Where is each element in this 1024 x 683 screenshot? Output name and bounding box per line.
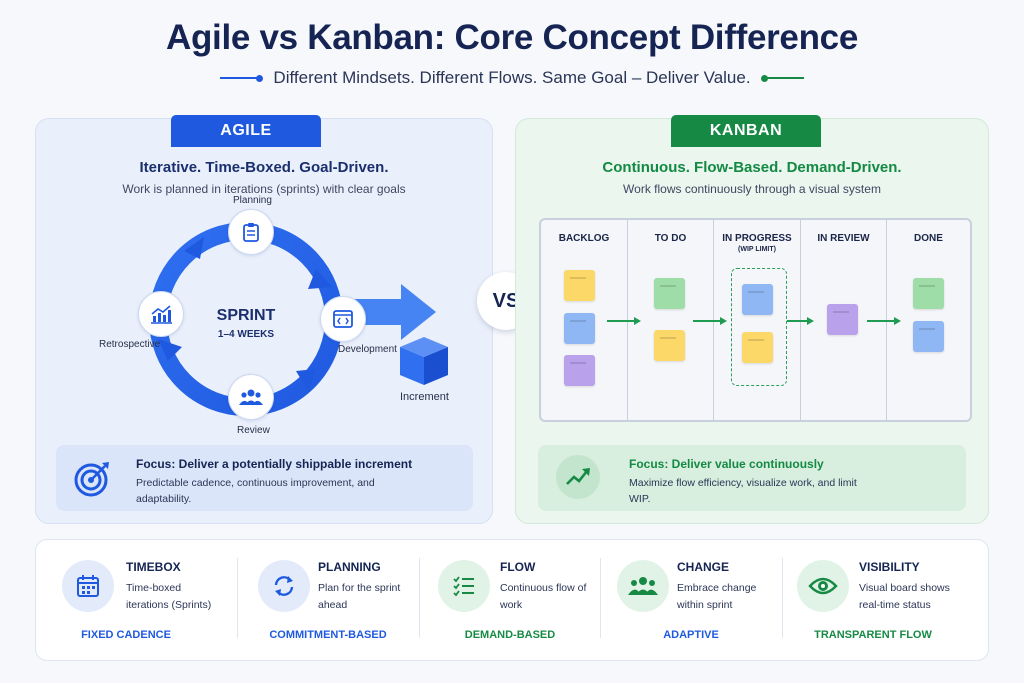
card-yellow[interactable]: [564, 270, 595, 301]
card-yellow[interactable]: [742, 332, 773, 363]
column-header: DONE: [914, 233, 943, 244]
review-node: [228, 374, 274, 420]
agile-focus-text: Predictable cadence, continuous improvem…: [136, 477, 375, 505]
column-header: IN REVIEW: [817, 233, 870, 244]
subtitle-left-dot: [256, 74, 264, 82]
subtitle-row: Different Mindsets. Different Flows. Sam…: [0, 68, 1024, 88]
wip-limit-label: (WIP LIMIT): [738, 246, 776, 253]
page-title: Agile vs Kanban: Core Concept Difference: [165, 18, 859, 57]
column-header: BACKLOG: [558, 233, 610, 244]
feature-flow: FLOW Continuous flow of work DEMAND-BASE…: [420, 540, 600, 662]
feature-planning: PLANNING Plan for the sprint ahead COMMI…: [238, 540, 418, 662]
agile-description: Work is planned in iterations (sprints) …: [122, 182, 406, 196]
column-in-progress: IN PROGRESS (WIP LIMIT): [714, 220, 800, 420]
team-icon: [617, 560, 669, 612]
kanban-focus-title: Focus: Deliver value continuously: [629, 457, 824, 471]
retrospective-node: [138, 291, 184, 337]
kanban-description: Work flows continuously through a visual…: [623, 182, 881, 196]
feature-tag: DEMAND-BASED: [464, 629, 556, 641]
feature-text: Visual board shows real-time status: [859, 582, 950, 611]
card-yellow[interactable]: [654, 330, 685, 361]
card-blue[interactable]: [742, 284, 773, 315]
column-in-review: IN REVIEW: [801, 220, 886, 420]
target-icon: [72, 459, 112, 499]
feature-divider: [600, 558, 601, 638]
wip-limit-box: [731, 268, 787, 386]
kanban-panel: KANBAN Continuous. Flow-Based. Demand-Dr…: [515, 115, 989, 524]
comparison-strip: TIMEBOX Time-boxed iterations (Sprints) …: [35, 539, 989, 661]
code-window-icon: [333, 310, 353, 328]
agile-panel: AGILE Iterative. Time-Boxed. Goal-Driven…: [35, 115, 493, 524]
feature-title: CHANGE: [677, 560, 730, 574]
agile-tagline: Iterative. Time-Boxed. Goal-Driven.: [139, 159, 389, 176]
feature-tag: FIXED CADENCE: [81, 629, 171, 641]
feature-tag: ADAPTIVE: [663, 629, 719, 641]
subtitle-right-line: [765, 77, 804, 79]
clipboard-icon: [243, 223, 259, 242]
feature-title: FLOW: [500, 560, 536, 574]
kanban-focus-text: Maximize flow efficiency, visualize work…: [629, 477, 857, 505]
column-backlog: BACKLOG: [541, 220, 627, 420]
feature-tag: TRANSPARENT FLOW: [814, 629, 932, 641]
feature-title: PLANNING: [318, 560, 381, 574]
flow-arrows: [607, 317, 901, 325]
feature-timebox: TIMEBOX Time-boxed iterations (Sprints) …: [36, 540, 216, 662]
sprint-title: SPRINT: [216, 307, 276, 324]
kanban-tagline: Continuous. Flow-Based. Demand-Driven.: [602, 159, 902, 176]
feature-title: TIMEBOX: [126, 560, 181, 574]
refresh-icon: [258, 560, 310, 612]
feature-text: Plan for the sprint ahead: [318, 582, 401, 611]
planning-label: Planning: [233, 195, 272, 206]
agile-focus-title: Focus: Deliver a potentially shippable i…: [136, 457, 413, 471]
column-done: DONE: [887, 220, 970, 420]
kanban-board: BACKLOG TO DO IN PROGRESS (WIP LIMIT) IN…: [539, 218, 972, 422]
review-label: Review: [237, 425, 270, 436]
card-blue[interactable]: [913, 321, 944, 352]
column-header: TO DO: [654, 233, 687, 244]
feature-visibility: VISIBILITY Visual board shows real-time …: [783, 540, 963, 662]
agile-focus-box: Focus: Deliver a potentially shippable i…: [56, 445, 473, 511]
feature-change: CHANGE Embrace change within sprint ADAP…: [601, 540, 781, 662]
subtitle-right-dot: [760, 74, 768, 82]
feature-text: Continuous flow of work: [500, 582, 587, 611]
subtitle-left-line: [220, 77, 259, 79]
feature-divider: [419, 558, 420, 638]
card-blue[interactable]: [564, 313, 595, 344]
card-purple[interactable]: [564, 355, 595, 386]
card-green[interactable]: [913, 278, 944, 309]
increment-cube-icon: [400, 337, 448, 385]
increment-label: Increment: [400, 391, 449, 403]
page-subtitle: Different Mindsets. Different Flows. Sam…: [273, 68, 751, 87]
feature-divider: [782, 558, 783, 638]
feature-divider: [237, 558, 238, 638]
people-icon: [239, 389, 263, 405]
chart-icon: [151, 305, 172, 324]
trend-up-icon: [556, 455, 600, 499]
calendar-icon: [62, 560, 114, 612]
kanban-badge: KANBAN: [671, 115, 821, 147]
card-green[interactable]: [654, 278, 685, 309]
eye-icon: [797, 560, 849, 612]
feature-title: VISIBILITY: [859, 560, 920, 574]
feature-text: Embrace change within sprint: [677, 582, 757, 611]
agile-badge: AGILE: [171, 115, 321, 147]
column-header: IN PROGRESS: [722, 233, 792, 244]
column-todo: TO DO: [628, 220, 713, 420]
sprint-cycle: Planning Development Review: [96, 195, 436, 439]
development-label: Development: [338, 344, 397, 355]
checklist-icon: [438, 560, 490, 612]
retrospective-label: Retrospective: [99, 339, 161, 350]
card-purple[interactable]: [827, 304, 858, 335]
planning-node: [228, 209, 274, 255]
kanban-focus-box: Focus: Deliver value continuously Maximi…: [538, 445, 966, 511]
development-node: [320, 296, 366, 342]
sprint-duration: 1–4 WEEKS: [217, 329, 275, 340]
feature-tag: COMMITMENT-BASED: [269, 629, 387, 641]
feature-text: Time-boxed iterations (Sprints): [126, 582, 212, 611]
